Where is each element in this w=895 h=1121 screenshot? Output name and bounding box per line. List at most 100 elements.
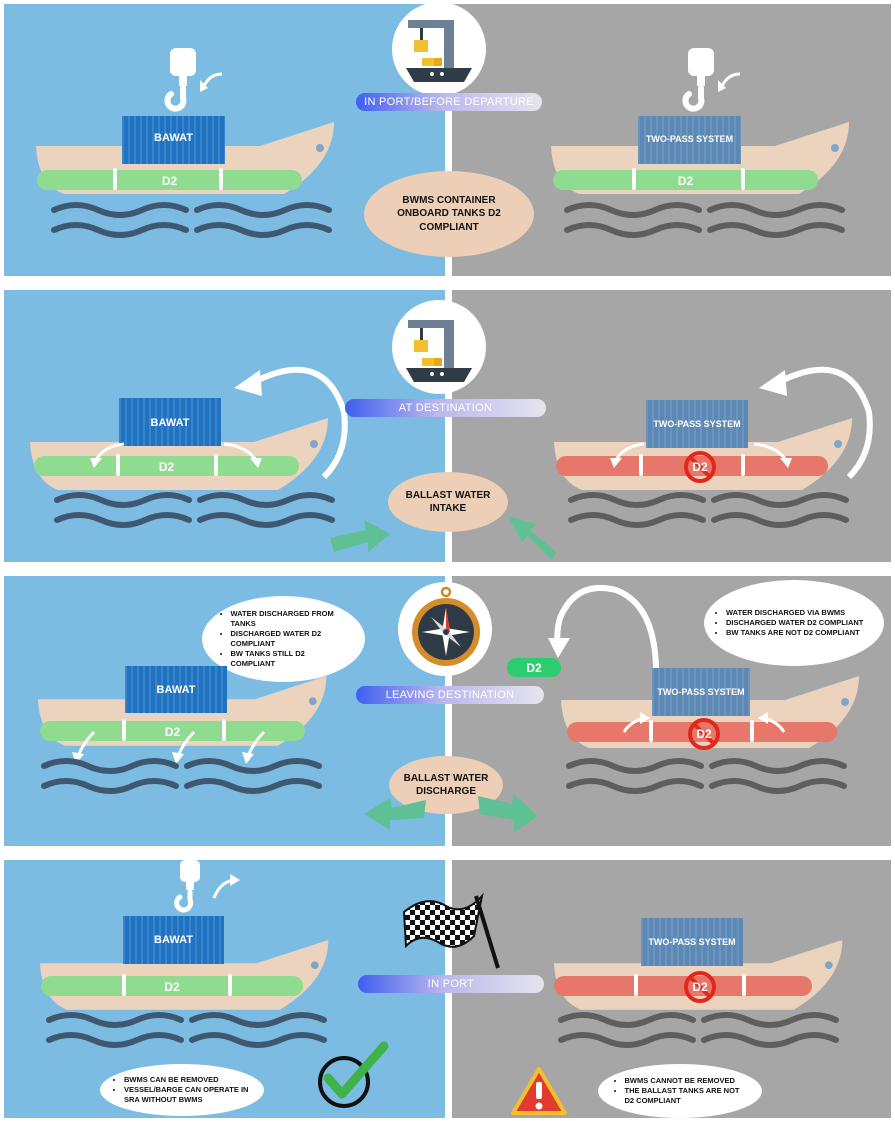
container-label: TWO-PASS SYSTEM — [645, 134, 734, 144]
container-label: TWO-PASS SYSTEM — [653, 419, 741, 429]
warning-icon — [511, 1067, 567, 1115]
center-oval: BALLAST WATER INTAKE — [388, 472, 508, 532]
crane-ship-icon — [406, 320, 472, 382]
wave-icon — [568, 492, 849, 528]
container-label: BAWAT — [154, 132, 193, 144]
tank-label: D2 — [158, 460, 175, 474]
compass-icon — [412, 586, 480, 666]
intake-arrows — [610, 442, 792, 468]
green-arrow-icon — [330, 520, 390, 552]
container-two-pass — [646, 400, 748, 448]
prohibited-icon — [684, 971, 716, 1003]
tank-d2-compliant — [41, 976, 303, 996]
note-item: BWMS CAN BE REMOVED — [124, 1075, 254, 1085]
tank-divider — [634, 974, 638, 996]
crane-ship-icon — [406, 20, 472, 82]
tank-divider — [750, 720, 754, 742]
green-arrow-icon — [508, 516, 556, 560]
notes-bubble-left: BWMS CAN BE REMOVED VESSEL/BARGE CAN OPE… — [100, 1064, 264, 1116]
crane-hook-icon — [164, 48, 223, 112]
tank-d2-compliant — [40, 721, 305, 741]
tank-divider — [122, 974, 126, 996]
note-item: VESSEL/BARGE CAN OPERATE IN SRA WITHOUT … — [124, 1085, 254, 1105]
prohibited-icon — [688, 718, 720, 750]
notes-bubble-left: WATER DISCHARGED FROM TANKS DISCHARGED W… — [202, 596, 365, 682]
wave-icon — [54, 492, 335, 528]
note-item: BWMS CANNOT BE REMOVED — [625, 1076, 750, 1086]
stage-label-pill: AT DESTINATION — [345, 399, 546, 417]
tank-d2-compliant — [37, 170, 302, 190]
notes-list: WATER DISCHARGED VIA BWMS DISCHARGED WAT… — [712, 608, 876, 638]
notes-list: BWMS CANNOT BE REMOVED THE BALLAST TANKS… — [611, 1076, 750, 1106]
tank-label: D2 — [696, 727, 712, 741]
divider — [445, 4, 452, 276]
divider — [445, 290, 452, 562]
note-item: BW TANKS ARE NOT D2 COMPLIANT — [726, 628, 876, 638]
tank-divider — [632, 168, 636, 190]
container-two-pass — [641, 918, 743, 966]
divider — [445, 576, 452, 846]
note-item: WATER DISCHARGED VIA BWMS — [726, 608, 876, 618]
container-bawat — [122, 116, 225, 164]
panel-leaving-destination: WATER DISCHARGED FROM TANKS DISCHARGED W… — [4, 576, 891, 846]
wave-icon — [41, 758, 322, 794]
tank-divider — [222, 719, 226, 741]
tank-divider — [742, 974, 746, 996]
container-bawat — [119, 398, 221, 446]
wave-icon — [564, 202, 845, 238]
prohibited-icon — [684, 451, 716, 483]
notes-bubble-right: BWMS CANNOT BE REMOVED THE BALLAST TANKS… — [598, 1064, 762, 1118]
tank-d2-compliant — [34, 456, 299, 476]
tank-divider — [741, 168, 745, 190]
tank-not-compliant — [554, 976, 812, 996]
tank-d2-compliant — [553, 170, 818, 190]
tank-label: D2 — [692, 460, 708, 474]
intake-arrows — [622, 712, 786, 733]
tank-divider — [639, 454, 643, 476]
center-oval: BWMS CONTAINER ONBOARD TANKS D2 COMPLIAN… — [364, 171, 534, 257]
container-label: TWO-PASS SYSTEM — [657, 687, 745, 697]
tank-label: D2 — [164, 980, 180, 994]
note-item: DISCHARGED WATER D2 COMPLIANT — [726, 618, 876, 628]
panel-in-port: BAWAT D2 BWMS CAN BE REMOVED VESSEL/BARG… — [4, 860, 891, 1118]
container-two-pass — [638, 116, 741, 164]
green-arrow-icon — [364, 798, 426, 830]
notes-list: BWMS CAN BE REMOVED VESSEL/BARGE CAN OPE… — [110, 1075, 254, 1105]
curved-arrow-icon — [234, 366, 348, 480]
tank-divider — [116, 454, 120, 476]
panel-in-port-before-departure: BAWAT D2 TWO-PASS SYSTEM D2 — [4, 4, 891, 276]
container-two-pass — [652, 668, 750, 716]
tank-divider — [741, 454, 745, 476]
wave-icon — [558, 1012, 839, 1048]
container-bawat — [125, 666, 227, 713]
crane-hook-icon — [174, 860, 240, 913]
container-label: TWO-PASS SYSTEM — [648, 937, 736, 947]
checkered-flag-icon — [402, 892, 500, 969]
tank-label: D2 — [692, 980, 708, 994]
note-item: THE BALLAST TANKS ARE NOT D2 COMPLIANT — [625, 1086, 750, 1106]
tank-not-compliant — [556, 456, 828, 476]
stage-label-pill: LEAVING DESTINATION — [356, 686, 544, 704]
crane-hook-icon — [682, 48, 741, 112]
stage-label-pill: IN PORT/BEFORE DEPARTURE — [356, 93, 542, 111]
notes-list: WATER DISCHARGED FROM TANKS DISCHARGED W… — [217, 609, 351, 670]
green-arrow-icon — [478, 794, 538, 832]
intake-arrows — [90, 442, 262, 468]
checkmark-icon — [318, 1041, 389, 1108]
d2-chip: D2 — [507, 658, 561, 677]
curved-arrow-icon — [548, 584, 660, 681]
wave-icon — [566, 758, 847, 794]
tank-divider — [219, 168, 223, 190]
wave-icon — [46, 1012, 327, 1048]
note-item: DISCHARGED WATER D2 COMPLIANT — [231, 629, 351, 649]
container-label: BAWAT — [150, 417, 190, 429]
container-label: BAWAT — [156, 684, 196, 696]
tank-divider — [113, 168, 117, 190]
tank-divider — [228, 974, 232, 996]
curved-arrow-icon — [759, 366, 873, 480]
tank-divider — [649, 720, 653, 742]
container-bawat — [123, 916, 224, 964]
panel-at-destination: BAWAT D2 TWO-PASS SYSTEM D2 — [4, 290, 891, 562]
tank-label: D2 — [677, 174, 694, 188]
tank-divider — [214, 454, 218, 476]
